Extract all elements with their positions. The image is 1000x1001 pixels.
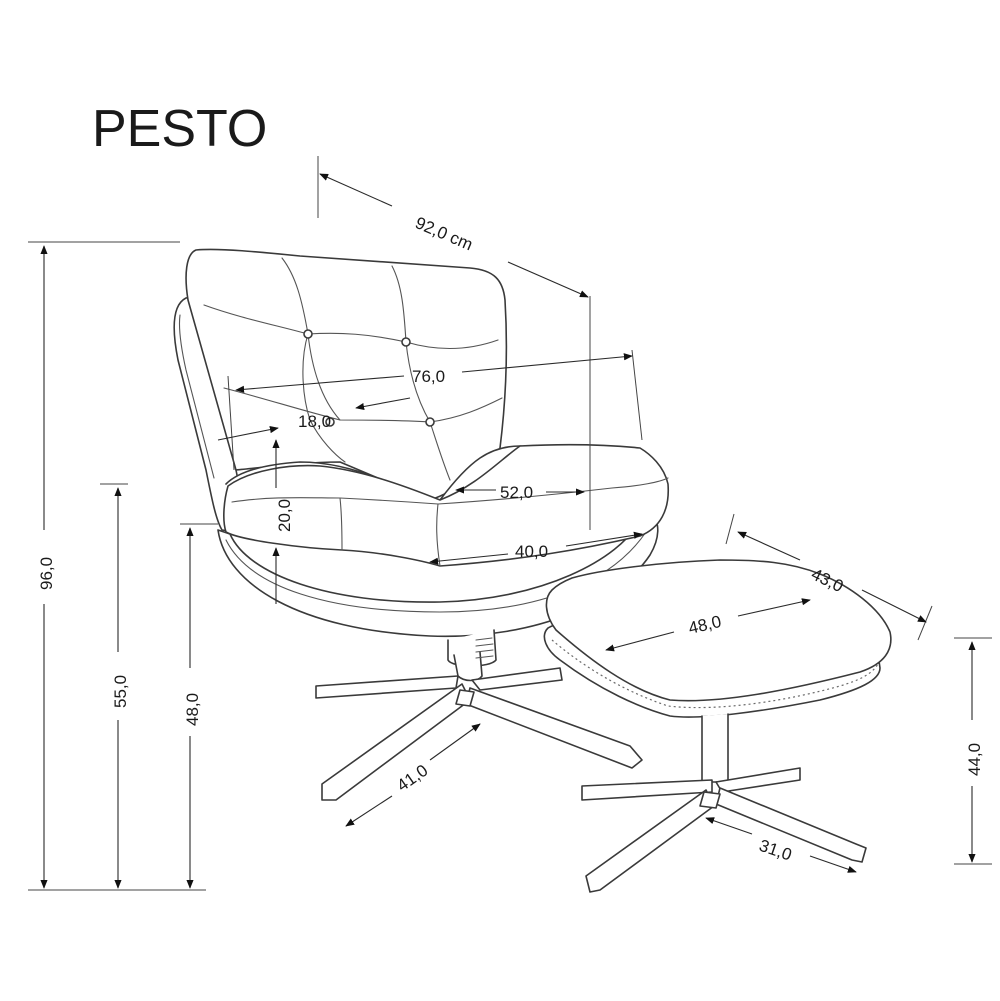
ottoman-drawing — [543, 559, 892, 893]
dim-seat-width: 52,0 — [500, 483, 533, 502]
chair-drawing — [173, 248, 670, 801]
dim-total-height: 96,0 — [37, 557, 56, 590]
dim-armrest-height: 55,0 — [111, 675, 130, 708]
dimension-lines — [28, 156, 992, 891]
dim-overall-width: 76,0 — [412, 367, 445, 386]
product-title: PESTO — [92, 100, 267, 158]
dim-seat-depth: 40,0 — [515, 542, 548, 561]
dim-base-ottoman: 31,0 — [757, 836, 794, 865]
dim-overall-depth: 92,0 cm — [412, 213, 475, 254]
dim-base-chair: 41,0 — [393, 761, 431, 796]
dim-armrest: 18,0 — [298, 412, 331, 431]
dim-seat-height: 48,0 — [183, 693, 202, 726]
dim-backrest-height: 20,0 — [275, 499, 294, 532]
dim-ottoman-height: 44,0 — [965, 743, 984, 776]
